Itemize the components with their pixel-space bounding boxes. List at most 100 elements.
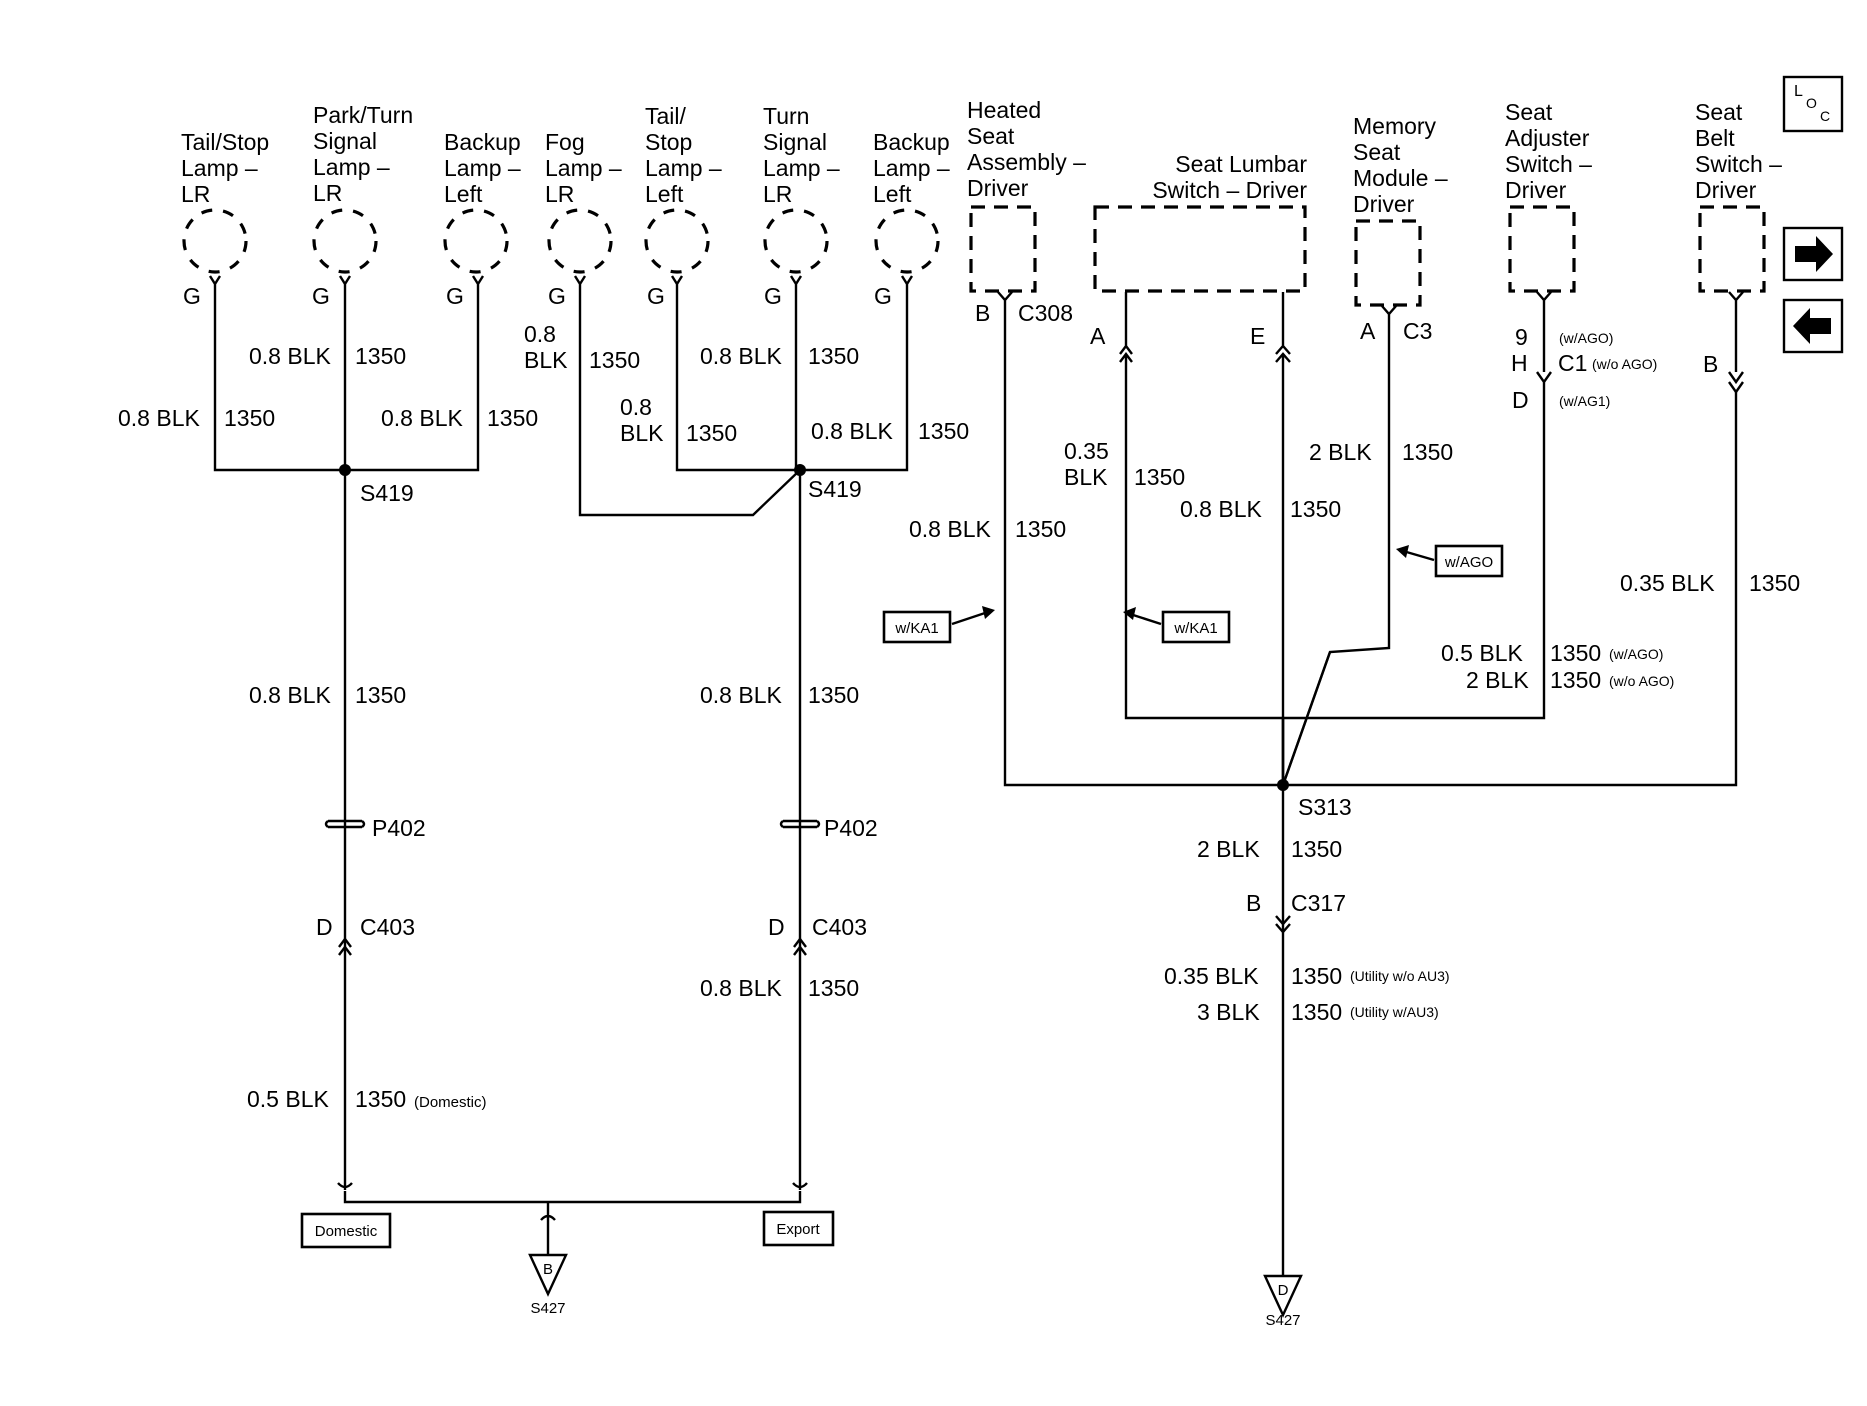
svg-text:Left: Left	[444, 181, 483, 207]
svg-text:w/KA1: w/KA1	[894, 620, 938, 637]
callout-w-ago: w/AGO	[1396, 544, 1504, 578]
svg-text:Seat: Seat	[1505, 99, 1553, 125]
svg-text:Switch – Driver: Switch – Driver	[1152, 177, 1307, 203]
svg-text:P402: P402	[372, 815, 426, 841]
svg-text:Lamp –: Lamp –	[873, 155, 950, 181]
svg-text:1350: 1350	[1291, 963, 1342, 989]
svg-text:1350: 1350	[808, 975, 859, 1001]
svg-text:P402: P402	[824, 815, 878, 841]
svg-text:H: H	[1511, 350, 1528, 376]
svg-text:1350: 1350	[1749, 570, 1800, 596]
svg-text:Driver: Driver	[1353, 191, 1415, 217]
box-heated-seat	[969, 205, 1037, 293]
svg-text:A: A	[1360, 318, 1376, 344]
svg-text:S427: S427	[1265, 1312, 1300, 1329]
box-memory-seat	[1354, 219, 1422, 307]
svg-text:Left: Left	[645, 181, 684, 207]
box-seat-lumbar	[1093, 205, 1307, 293]
arrow-right-icon[interactable]	[1782, 226, 1844, 282]
left-group-labels: G G G 0.8 BLK 1350 0.8 BLK 1350 0.8 BLK …	[118, 283, 538, 1112]
module-symbols	[969, 205, 1766, 307]
svg-text:S313: S313	[1298, 794, 1352, 820]
lamp-fog-lr	[547, 208, 613, 274]
svg-text:D: D	[1512, 387, 1529, 413]
svg-text:Left: Left	[873, 181, 912, 207]
svg-text:0.8 BLK: 0.8 BLK	[118, 405, 200, 431]
svg-text:D: D	[1278, 1282, 1289, 1299]
svg-text:Assembly –: Assembly –	[967, 149, 1086, 175]
svg-text:Export: Export	[776, 1221, 820, 1238]
svg-text:1350: 1350	[1290, 496, 1341, 522]
component-seat-adjuster-switch: Seat Adjuster Switch – Driver	[1505, 99, 1592, 203]
svg-text:B: B	[1703, 351, 1718, 377]
svg-text:1350: 1350	[1015, 516, 1066, 542]
svg-text:9: 9	[1515, 324, 1528, 350]
svg-text:Seat: Seat	[967, 123, 1015, 149]
svg-text:Memory: Memory	[1353, 113, 1437, 139]
svg-text:0.8 BLK: 0.8 BLK	[909, 516, 991, 542]
middle-group-labels: G G G G 0.8 BLK 1350 0.8 BLK 1350 0.8 BL…	[524, 283, 969, 1001]
svg-text:G: G	[764, 283, 782, 309]
middle-group-wires	[573, 275, 914, 1190]
svg-text:C1: C1	[1558, 350, 1587, 376]
component-park-turn-signal-lamp-lr: Park/Turn Signal Lamp – LR	[313, 102, 413, 206]
component-memory-seat-module: Memory Seat Module – Driver	[1353, 113, 1448, 217]
svg-text:1350: 1350	[224, 405, 275, 431]
svg-text:C317: C317	[1291, 890, 1346, 916]
callout-w-ka1-left: w/KA1	[882, 606, 995, 644]
lamp-backup-left-1	[443, 208, 509, 274]
svg-text:0.8 BLK: 0.8 BLK	[700, 682, 782, 708]
svg-text:Stop: Stop	[645, 129, 692, 155]
svg-text:1350: 1350	[355, 682, 406, 708]
svg-text:Fog: Fog	[545, 129, 585, 155]
ground-d-s427: D S427	[1265, 1282, 1300, 1329]
svg-text:Module –: Module –	[1353, 165, 1448, 191]
svg-text:0.5 BLK: 0.5 BLK	[247, 1086, 329, 1112]
svg-text:(Utility w/o AU3): (Utility w/o AU3)	[1350, 968, 1450, 984]
locator-icon[interactable]: L O C	[1782, 75, 1844, 133]
svg-text:LR: LR	[545, 181, 574, 207]
svg-text:0.8: 0.8	[620, 394, 652, 420]
svg-text:Driver: Driver	[1695, 177, 1757, 203]
svg-text:Switch –: Switch –	[1695, 151, 1782, 177]
svg-text:1350: 1350	[1550, 667, 1601, 693]
component-heated-seat-assembly: Heated Seat Assembly – Driver	[967, 97, 1086, 201]
callout-w-ka1-right: w/KA1	[1123, 607, 1231, 644]
right-group-wires	[997, 291, 1744, 1318]
svg-text:(w/o AGO): (w/o AGO)	[1592, 356, 1657, 372]
svg-text:1350: 1350	[355, 343, 406, 369]
svg-text:Lamp –: Lamp –	[181, 155, 258, 181]
svg-text:0.8 BLK: 0.8 BLK	[1180, 496, 1262, 522]
svg-text:(w/o AGO): (w/o AGO)	[1609, 673, 1674, 689]
svg-text:2 BLK: 2 BLK	[1197, 836, 1260, 862]
svg-text:1350: 1350	[1134, 464, 1185, 490]
svg-text:0.8 BLK: 0.8 BLK	[700, 343, 782, 369]
svg-text:LR: LR	[313, 180, 342, 206]
svg-text:BLK: BLK	[524, 347, 568, 373]
svg-text:G: G	[548, 283, 566, 309]
svg-text:Domestic: Domestic	[315, 1223, 378, 1240]
svg-text:Turn: Turn	[763, 103, 809, 129]
svg-text:Switch –: Switch –	[1505, 151, 1592, 177]
svg-text:Belt: Belt	[1695, 125, 1735, 151]
svg-text:C308: C308	[1018, 300, 1073, 326]
svg-text:G: G	[874, 283, 892, 309]
svg-text:Park/Turn: Park/Turn	[313, 102, 413, 128]
svg-text:Backup: Backup	[873, 129, 950, 155]
arrow-left-icon[interactable]	[1782, 298, 1844, 354]
svg-text:1350: 1350	[808, 343, 859, 369]
svg-text:1350: 1350	[487, 405, 538, 431]
svg-text:G: G	[647, 283, 665, 309]
lamp-tail-stop-lr	[182, 208, 248, 274]
svg-text:Driver: Driver	[1505, 177, 1567, 203]
svg-text:Tail/: Tail/	[645, 103, 687, 129]
callout-domestic: Domestic	[300, 1212, 392, 1249]
svg-text:1350: 1350	[1291, 999, 1342, 1025]
svg-text:1350: 1350	[686, 420, 737, 446]
svg-text:Lamp –: Lamp –	[444, 155, 521, 181]
component-backup-lamp-left-2: Backup Lamp – Left	[873, 129, 950, 207]
svg-text:0.35: 0.35	[1064, 438, 1109, 464]
svg-text:Lamp –: Lamp –	[545, 155, 622, 181]
svg-text:w/AGO: w/AGO	[1444, 554, 1493, 571]
